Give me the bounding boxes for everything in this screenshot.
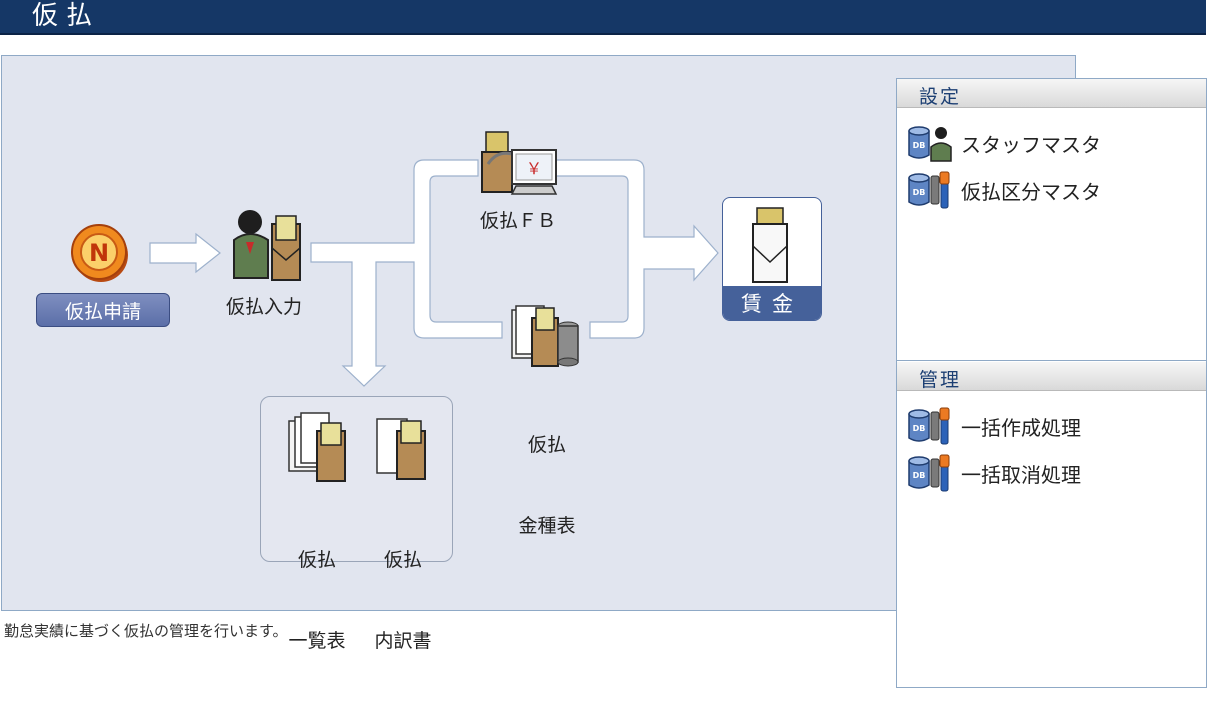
pipe-merge (555, 159, 719, 339)
db-staff-icon: DB (908, 126, 952, 162)
menu-bulk-cancel-label: 一括取消処理 (961, 462, 1081, 487)
settings-header: 設定 (897, 79, 1206, 108)
menu-staff-master-label: スタッフマスタ (961, 132, 1101, 157)
side-panel: 設定 DB スタッフマスタ DB 仮払区分マスタ 管理 DB (896, 78, 1207, 688)
yen-symbol: ￥ (526, 159, 542, 178)
db-text: DB (913, 424, 926, 433)
wage-box[interactable]: 賃金 (722, 197, 822, 321)
wage-label: 賃金 (723, 286, 821, 320)
db-tools-icon: DB (908, 454, 950, 492)
flow-connectors (149, 159, 719, 387)
input-label[interactable]: 仮払入力 (225, 296, 302, 318)
kinshu-label-line1: 仮払 (527, 434, 566, 456)
menu-kubun-master[interactable]: DB 仮払区分マスタ (907, 170, 1101, 210)
page-description: 勤怠実績に基づく仮払の管理を行います。 (4, 622, 288, 640)
kinshu-label-line2: 金種表 (518, 515, 576, 537)
apply-button[interactable]: 仮払申請 (36, 293, 170, 327)
menu-bulk-create-label: 一括作成処理 (961, 415, 1081, 440)
list-report-label[interactable]: 仮払 一覧表 (275, 493, 359, 709)
logo-letter: N (89, 239, 109, 267)
admin-header: 管理 (897, 362, 1206, 391)
db-text: DB (913, 141, 926, 150)
settings-title: 設定 (919, 86, 962, 108)
detail-report-label[interactable]: 仮払 内訳書 (361, 493, 445, 709)
menu-staff-master[interactable]: DB スタッフマスタ (907, 123, 1101, 163)
detail-report-icon[interactable] (373, 411, 431, 483)
detail-report-line2: 内訳書 (374, 630, 432, 652)
db-text: DB (913, 188, 926, 197)
section-divider (897, 360, 1206, 361)
arrow-apply-to-input (149, 232, 221, 274)
wage-envelope-icon (752, 207, 788, 283)
list-report-icon[interactable] (287, 411, 349, 483)
menu-bulk-cancel[interactable]: DB 一括取消処理 (907, 453, 1081, 493)
staff-envelope-icon[interactable] (228, 206, 308, 284)
fb-transfer-icon[interactable]: ￥ (480, 128, 560, 200)
list-report-line2: 一覧表 (288, 630, 346, 652)
kinshu-coins-icon[interactable] (508, 300, 580, 372)
menu-kubun-master-label: 仮払区分マスタ (961, 179, 1101, 204)
page-title: 仮払 (32, 1, 101, 31)
db-text: DB (913, 471, 926, 480)
admin-title: 管理 (919, 369, 962, 391)
list-report-line1: 仮払 (297, 549, 336, 571)
kinshu-label[interactable]: 仮払 金種表 (500, 378, 594, 567)
menu-bulk-create[interactable]: DB 一括作成処理 (907, 406, 1081, 446)
title-bar: 仮払 (0, 0, 1206, 35)
fb-label[interactable]: 仮払ＦＢ (479, 210, 556, 232)
pipe-branch (310, 159, 503, 387)
report-group: 仮払 一覧表 仮払 内訳書 (260, 396, 453, 652)
detail-report-line1: 仮払 (383, 549, 422, 571)
db-tools-icon: DB (908, 171, 950, 209)
db-tools-icon: DB (908, 407, 950, 445)
apply-logo-icon[interactable]: N (68, 221, 132, 285)
